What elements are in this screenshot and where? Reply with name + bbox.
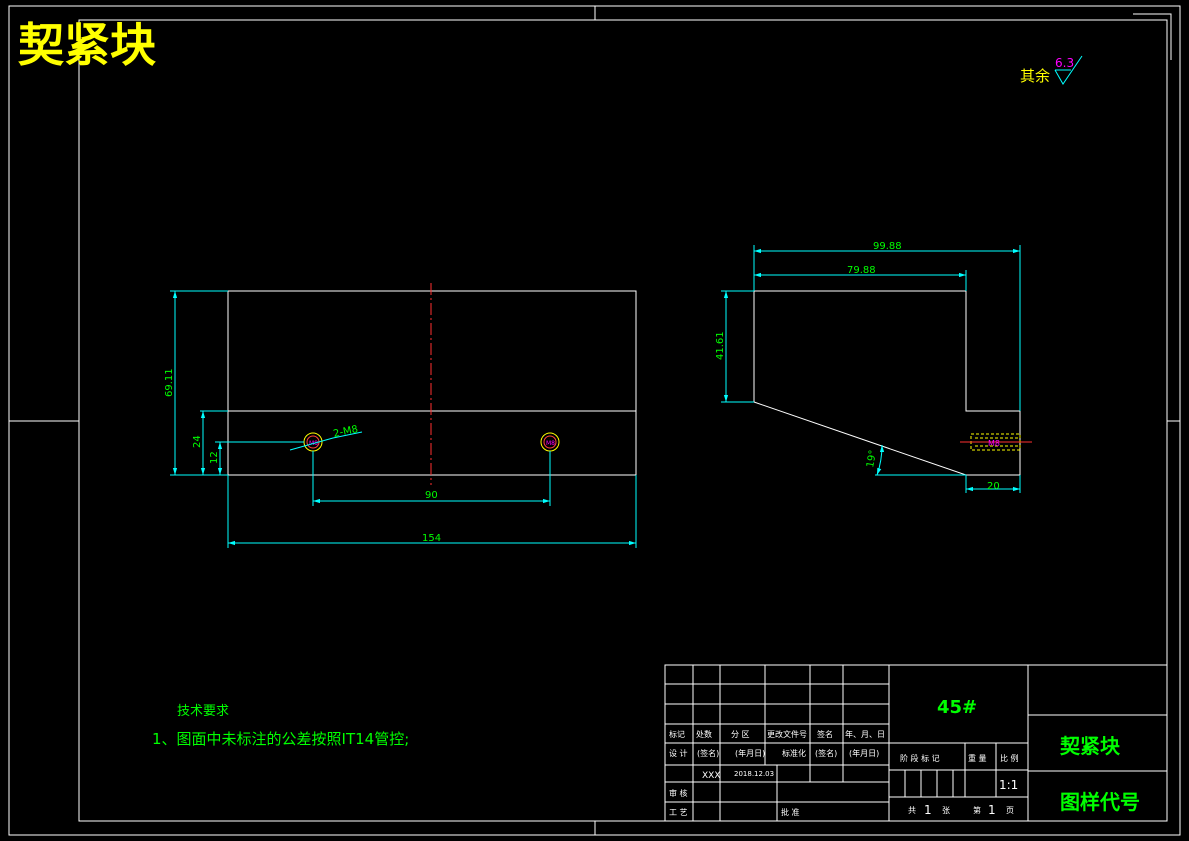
tb-sheets-total: 1 <box>924 803 932 817</box>
tb-stage-header: 阶 段 标 记 <box>900 753 940 763</box>
tech-requirements: 技术要求 1、图面中未标注的公差按照IT14管控; <box>152 704 409 748</box>
hole-label: M8 <box>546 440 555 447</box>
tb-sheet-no-unit: 页 <box>1006 806 1014 815</box>
roughness-value: 6.3 <box>1055 56 1074 70</box>
roughness-prefix: 其余 <box>1020 67 1050 85</box>
dim-h12: 12 <box>209 451 220 464</box>
tb-material: 45# <box>937 697 977 718</box>
tb-scale: 1:1 <box>999 778 1018 792</box>
tb-sheets-total-label: 共 <box>908 806 916 815</box>
hole-right: M8 <box>540 432 560 452</box>
roughness-symbol-icon <box>1054 55 1083 85</box>
tb-sheet-no: 1 <box>988 803 996 817</box>
dim-spacing: 90 <box>425 490 438 501</box>
side-view: M8 99.88 79.88 41.61 19° 20 <box>715 241 1032 493</box>
thread-callout: 2-M8 <box>332 424 359 440</box>
tb-sheet-no-label: 第 <box>973 805 981 815</box>
tb-approve: 批 准 <box>781 807 800 817</box>
surface-roughness: 其余 6.3 <box>1020 55 1083 85</box>
thread-leader <box>289 431 363 451</box>
front-view-outline <box>227 290 637 476</box>
tech-heading: 技术要求 <box>177 704 229 719</box>
tb-stage-header: 重 量 <box>968 753 987 763</box>
dim-inner-width: 79.88 <box>847 265 876 276</box>
tb-header: 签名 <box>817 729 833 739</box>
dim-angle: 19° <box>865 449 879 468</box>
tb-designer: XXX <box>702 771 721 781</box>
dim-bottom: 20 <box>987 481 1000 492</box>
tb-date: 2018.12.03 <box>734 770 774 778</box>
front-view: M8 M8 2-M8 <box>164 283 637 548</box>
dim-height-total: 69.11 <box>164 368 175 397</box>
tb-stage-header: 比 例 <box>1000 753 1019 763</box>
side-view-outline <box>753 290 1021 476</box>
tech-item: 1、图面中未标注的公差按照IT14管控; <box>152 730 409 748</box>
side-thread-label: M8 <box>988 439 1000 448</box>
tb-header: 年、月、日 <box>845 729 885 739</box>
tb-process: 工 艺 <box>669 808 688 817</box>
tb-row-design: (签名) <box>815 748 837 758</box>
tb-header: 分 区 <box>731 730 750 739</box>
tb-row-design: 标准化 <box>782 748 806 758</box>
dim-height: 41.61 <box>715 331 726 360</box>
tb-part-name: 契紧块 <box>1059 734 1121 758</box>
tb-row-design: (签名) <box>697 748 719 758</box>
tb-header: 更改文件号 <box>767 729 807 739</box>
title-block-labels: 标记 处数 分 区 更改文件号 签名 年、月、日 设 计 (签名) (年月日) … <box>669 729 1019 817</box>
tb-header: 标记 <box>669 729 685 739</box>
dim-h24: 24 <box>192 435 203 448</box>
side-dimension-lines <box>721 245 1021 493</box>
dim-top-width: 99.88 <box>873 241 902 252</box>
dim-length: 154 <box>422 533 441 544</box>
tb-header: 处数 <box>696 729 712 739</box>
sheet-frame <box>8 5 1181 836</box>
tb-row-design: 设 计 <box>669 748 688 758</box>
drawing-title: 契紧块 <box>18 18 156 72</box>
tb-row-design: (年月日) <box>849 748 879 758</box>
front-dimension-lines <box>170 290 637 548</box>
title-block: 标记 处数 分 区 更改文件号 签名 年、月、日 设 计 (签名) (年月日) … <box>664 664 1168 822</box>
title-block-grid <box>664 664 1168 822</box>
tb-row-design: (年月日) <box>735 748 765 758</box>
tb-review: 审 核 <box>669 788 688 798</box>
tb-drawing-code: 图样代号 <box>1060 790 1140 814</box>
tb-sheets-unit: 张 <box>942 806 950 815</box>
